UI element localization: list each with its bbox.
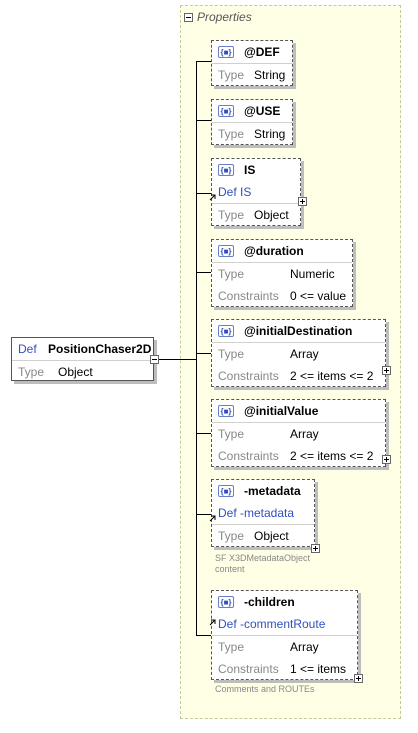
constraints-label: Constraints <box>218 369 279 383</box>
node-use-attribute[interactable]: {■} @USE Type String <box>211 99 293 145</box>
type-label: Type <box>218 208 245 222</box>
def-keyword: Def <box>218 506 237 520</box>
node-name: @duration <box>244 244 304 258</box>
element-icon: {■} <box>218 485 234 497</box>
metadata-caption: SF X3DMetadataObject content <box>215 553 310 575</box>
root-connector <box>154 359 196 360</box>
type-label: Type <box>218 68 245 82</box>
def-value: IS <box>240 185 252 199</box>
type-label: Type <box>218 347 245 361</box>
node-name: -children <box>244 595 295 609</box>
type-value: Array <box>290 640 319 654</box>
def-keyword: Def <box>218 185 237 199</box>
node-name: @USE <box>244 104 281 118</box>
type-label: Type <box>218 640 245 654</box>
def-keyword: Def <box>218 617 237 631</box>
reference-arrow-icon <box>209 515 216 522</box>
constraints-value: 1 <= items <box>290 662 347 676</box>
def-value: -metadata <box>240 506 295 520</box>
properties-header[interactable]: Properties <box>184 8 252 26</box>
constraints-value: 0 <= value <box>290 289 347 303</box>
node-name: IS <box>244 163 256 177</box>
def-value: -commentRoute <box>240 617 326 631</box>
expand-icon[interactable] <box>382 366 391 375</box>
branch-def <box>196 61 211 62</box>
type-label: Type <box>218 427 245 441</box>
node-initial-value-attribute[interactable]: {■} @initialValue Type Array Constraints 2 … <box>211 399 386 467</box>
expand-icon[interactable] <box>298 197 307 206</box>
type-value: Array <box>290 427 319 441</box>
collapse-icon[interactable] <box>184 12 193 22</box>
reference-arrow-icon <box>209 194 216 201</box>
branch-is <box>196 193 211 194</box>
branch-children <box>196 635 211 636</box>
type-value: Array <box>290 347 319 361</box>
node-name: @initialValue <box>244 404 319 418</box>
constraints-label: Constraints <box>218 662 279 676</box>
branch-duration <box>196 272 211 273</box>
branch-metadata <box>196 514 211 515</box>
type-value: Object <box>254 208 289 222</box>
constraints-value: 2 <= items <= 2 <box>290 369 374 383</box>
type-value: String <box>254 68 286 82</box>
element-icon: {■} <box>218 596 234 608</box>
caption-line: SF X3DMetadataObject <box>215 553 311 563</box>
caption-line: Comments and ROUTEs <box>215 684 315 694</box>
type-value: Object <box>254 529 289 543</box>
element-icon: {■} <box>218 164 234 176</box>
type-value: Numeric <box>290 267 335 281</box>
reference-arrow-icon <box>209 619 216 626</box>
node-name: @DEF <box>244 45 280 59</box>
expand-icon[interactable] <box>311 544 320 553</box>
attribute-icon: {■} <box>218 105 234 117</box>
constraints-label: Constraints <box>218 449 279 463</box>
root-name: PositionChaser2D <box>48 342 152 356</box>
caption-line: content <box>215 564 245 574</box>
branch-initial-destination <box>196 353 211 354</box>
type-label: Type <box>218 127 245 141</box>
attribute-icon: {■} <box>218 405 234 417</box>
node-initial-destination-attribute[interactable]: {■} @initialDestination Type Array Constra… <box>211 319 386 387</box>
node-name: @initialDestination <box>244 324 353 338</box>
expand-icon[interactable] <box>354 674 363 683</box>
attribute-icon: {■} <box>218 245 234 257</box>
type-label: Type <box>218 267 245 281</box>
attribute-icon: {■} <box>218 46 234 58</box>
root-collapse-icon[interactable] <box>150 355 159 364</box>
root-node[interactable]: Def PositionChaser2D Type Object <box>11 337 154 381</box>
constraints-value: 2 <= items <= 2 <box>290 449 374 463</box>
node-name: -metadata <box>244 484 301 498</box>
constraints-label: Constraints <box>218 289 279 303</box>
branch-initial-value <box>196 433 211 434</box>
branch-use <box>196 120 211 121</box>
def-keyword: Def <box>18 342 37 356</box>
attribute-icon: {■} <box>218 325 234 337</box>
properties-title: Properties <box>197 10 252 24</box>
type-value: String <box>254 127 286 141</box>
type-label: Type <box>18 365 45 379</box>
node-def-attribute[interactable]: {■} @DEF Type String <box>211 40 293 86</box>
expand-icon[interactable] <box>382 455 391 464</box>
node-duration-attribute[interactable]: {■} @duration Type Numeric Constraints 0 <=… <box>211 239 353 307</box>
type-label: Type <box>218 529 245 543</box>
tree-trunk <box>196 61 197 635</box>
type-value: Object <box>58 365 93 379</box>
children-caption: Comments and ROUTEs <box>215 684 315 695</box>
